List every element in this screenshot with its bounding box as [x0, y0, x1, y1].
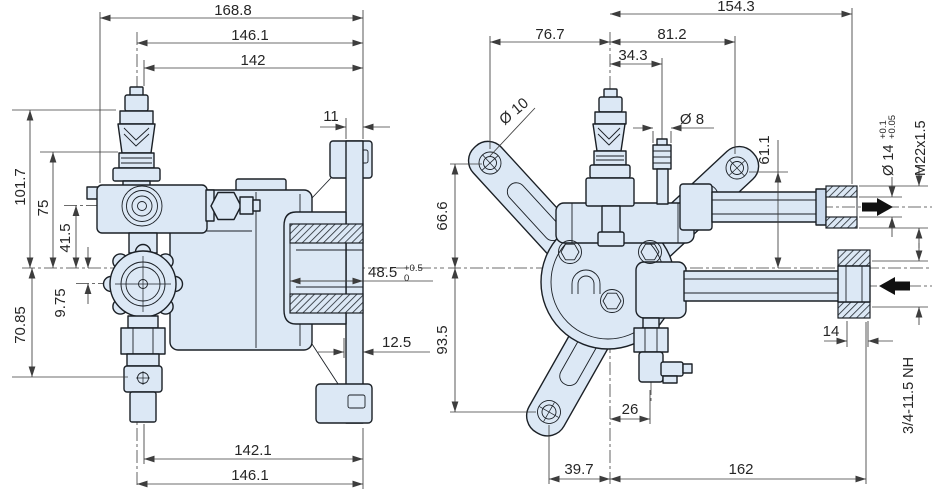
dim-upper-hole-height: 66.6	[434, 163, 482, 268]
dim-bore-depth-label: 48.5	[368, 264, 397, 281]
dim-left-arm-span: 76.7	[490, 26, 610, 46]
detergent-valve-front	[633, 317, 693, 384]
dim-side-body-width-label: 142	[240, 52, 265, 69]
unloader-valve-front	[585, 88, 635, 247]
dim-bore-depth: 48.5 +0.5 0	[290, 263, 433, 285]
dim-barb-dia: Ø 8	[633, 111, 714, 143]
dim-lower-mount-width: 142.1	[144, 442, 363, 463]
dim-flange-step-label: 12.5	[382, 334, 411, 351]
dim-valve-axis-height: 101.7	[12, 109, 116, 268]
dim-left-arm-span-label: 76.7	[535, 26, 564, 43]
dim-axis-offset: 9.75	[52, 247, 92, 318]
dim-axis-offset-label: 9.75	[52, 288, 69, 317]
dim-outlet-bore-tol-lower: +0.05	[887, 115, 898, 139]
dim-upper-hole-height-label: 66.6	[434, 201, 451, 230]
dim-lower-hole-span-label: 39.7	[564, 461, 593, 478]
dim-upper-port-height-label: 75	[35, 200, 52, 217]
dim-side-upper-mount-width-label: 146.1	[231, 27, 269, 44]
dim-valve-axis-height-label: 101.7	[12, 168, 29, 206]
dim-inlet-span: 162	[610, 322, 867, 484]
shaft-bore-side	[283, 211, 364, 325]
dim-lower-height-label: 70.85	[12, 306, 29, 344]
dim-bore-depth-tol-upper: +0.5	[404, 263, 423, 274]
dim-outlet-thread-label: M22x1.5	[913, 120, 929, 176]
dim-port-height-label: 41.5	[57, 223, 74, 252]
dim-lower-hole-height-label: 93.5	[434, 325, 451, 354]
dim-flange-step: 12.5	[318, 334, 430, 358]
dim-front-overall-width-label: 154.3	[717, 0, 755, 15]
dim-outlet-bore: Ø 14 +0.1 +0.05	[859, 115, 928, 237]
dim-lower-mount-width-label: 142.1	[234, 442, 272, 459]
outlet-flow-arrow	[862, 198, 893, 216]
dim-inlet-nut-depth: 14	[823, 321, 893, 347]
dim-side-upper-mount-width: 146.1	[137, 27, 363, 47]
dim-side-body-width: 142	[144, 52, 363, 72]
head-bolts-front	[558, 240, 662, 313]
dim-detergent-offset: 26	[610, 390, 651, 424]
drain-fitting-side	[120, 315, 166, 423]
dim-barb-offset-label: 34.3	[618, 47, 647, 64]
dim-barb-dia-label: Ø 8	[680, 111, 704, 128]
dim-arm-hole-dia-label: Ø 10	[496, 95, 532, 129]
dim-right-arm-span: 81.2	[610, 26, 735, 46]
dim-outlet-bore-tol-upper: +0.1	[878, 120, 889, 139]
dim-outlet-bore-dia-label: Ø 14	[881, 145, 897, 176]
dim-lower-overall-width: 146.1	[137, 467, 363, 488]
dim-right-arm-span-label: 81.2	[657, 26, 686, 43]
dim-side-overall-width-label: 168.8	[214, 2, 252, 19]
outlet-assembly-front	[679, 183, 858, 231]
dim-inlet-span-label: 162	[728, 461, 753, 478]
chemical-barb-front	[652, 138, 672, 205]
dim-detergent-offset-label: 26	[622, 401, 639, 418]
dim-inlet-thread-label: 3/4-11.5 NH	[901, 357, 917, 434]
dim-flange-tab-width-label: 11	[323, 108, 339, 125]
unloader-valve-side	[112, 86, 161, 188]
dim-lower-hole-height: 93.5	[434, 268, 536, 413]
side-view: 168.8 146.1 142 11 101.7	[12, 2, 444, 489]
dim-side-overall-width: 168.8	[100, 2, 363, 22]
dim-lower-height: 70.85	[12, 268, 128, 378]
dim-right-hole-height: 61.1	[749, 135, 788, 268]
dim-flange-tab-width: 11	[320, 108, 390, 139]
dim-front-overall-width: 154.3	[610, 0, 852, 18]
dim-port-height: 41.5	[57, 205, 80, 268]
front-view: 154.3 76.7 81.2 34.3 Ø 10	[434, 0, 932, 484]
manifold-front	[555, 202, 695, 244]
dim-inlet-nut-depth-label: 14	[823, 323, 840, 340]
dim-right-hole-height-label: 61.1	[756, 135, 773, 164]
dim-bore-depth-tol-lower: 0	[404, 273, 409, 284]
dim-barb-offset: 34.3	[610, 47, 662, 68]
side-view-dimensions: 168.8 146.1 142 11 101.7	[12, 2, 433, 489]
dim-lower-hole-span: 39.7	[548, 425, 610, 484]
front-view-dimensions: 154.3 76.7 81.2 34.3 Ø 10	[434, 0, 929, 484]
inlet-assembly-front	[635, 249, 871, 319]
dim-outlet-thread: M22x1.5	[913, 120, 929, 248]
dim-inlet-thread: 3/4-11.5 NH	[872, 243, 928, 434]
inlet-flow-arrow	[879, 277, 910, 295]
dim-lower-overall-width-label: 146.1	[231, 467, 269, 484]
dim-upper-port-height: 75	[35, 151, 118, 268]
